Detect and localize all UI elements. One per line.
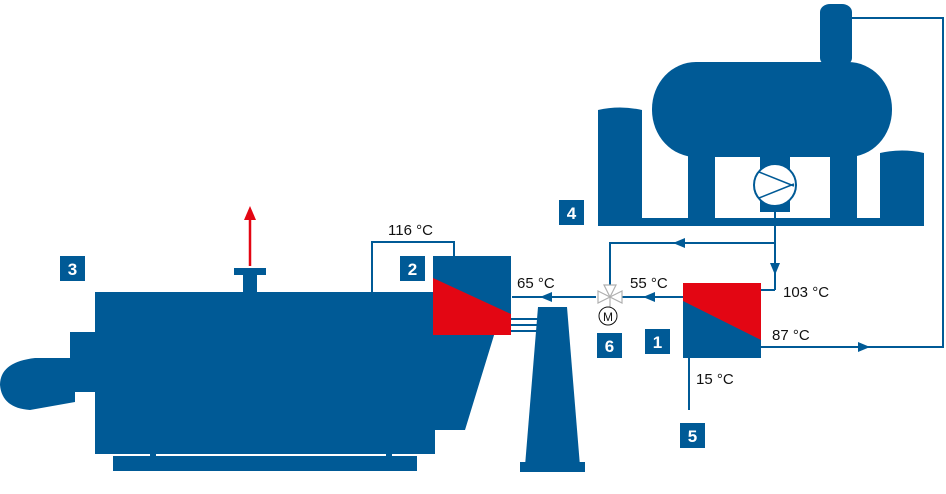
loop-116-line (371, 241, 455, 292)
motor-label: M (603, 310, 613, 324)
boiler-flue-flange (234, 268, 266, 275)
svg-text:3: 3 (68, 260, 77, 279)
arrow-87 (858, 342, 870, 352)
boiler-leg-right (386, 448, 392, 462)
chimney (520, 307, 585, 472)
svg-text:4: 4 (567, 204, 577, 223)
arrow-bypass (673, 238, 685, 248)
badge-5: 5 (680, 423, 705, 448)
svg-text:5: 5 (688, 427, 697, 446)
badge-3: 3 (60, 256, 85, 281)
heat-exchanger-2 (371, 241, 538, 335)
svg-text:1: 1 (653, 333, 662, 352)
tank-leg-2 (830, 150, 857, 222)
boiler-burner (0, 358, 75, 410)
flow-arrows (540, 238, 870, 352)
vessel-dome (820, 4, 852, 66)
boiler-front-plate (70, 332, 98, 392)
boiler-body (95, 292, 495, 454)
svg-text:6: 6 (605, 337, 614, 356)
side-tank-left (598, 107, 642, 222)
temp-15: 15 °C (696, 371, 734, 388)
tank-platform (598, 218, 924, 226)
arrow-down-hx1 (770, 263, 780, 275)
badge-1: 1 (645, 329, 670, 354)
temp-87: 87 °C (772, 327, 810, 344)
tank-leg-1 (688, 150, 715, 222)
boiler-flue-stub (243, 273, 257, 293)
boiler (0, 206, 495, 471)
arrow-65 (540, 292, 552, 302)
badge-6: 6 (597, 333, 622, 358)
feedwater-tank-system (598, 4, 944, 348)
temp-65: 65 °C (517, 275, 555, 292)
badge-4: 4 (559, 200, 584, 225)
boiler-leg-left (150, 448, 156, 462)
svg-text:2: 2 (408, 260, 417, 279)
arrow-up-icon (244, 206, 256, 266)
boiler-base-rail (113, 456, 417, 471)
temp-55: 55 °C (630, 275, 668, 292)
heat-exchanger-1 (683, 283, 761, 358)
motor-icon: M (598, 306, 618, 326)
temp-116: 116 °C (388, 222, 433, 239)
badge-2: 2 (400, 256, 425, 281)
horizontal-vessel (652, 62, 892, 157)
arrow-55 (643, 292, 655, 302)
temp-103: 103 °C (783, 284, 829, 301)
three-way-valve-icon (597, 284, 623, 307)
pump-icon (753, 163, 797, 207)
piping (512, 206, 860, 410)
side-tank-right (880, 150, 924, 222)
